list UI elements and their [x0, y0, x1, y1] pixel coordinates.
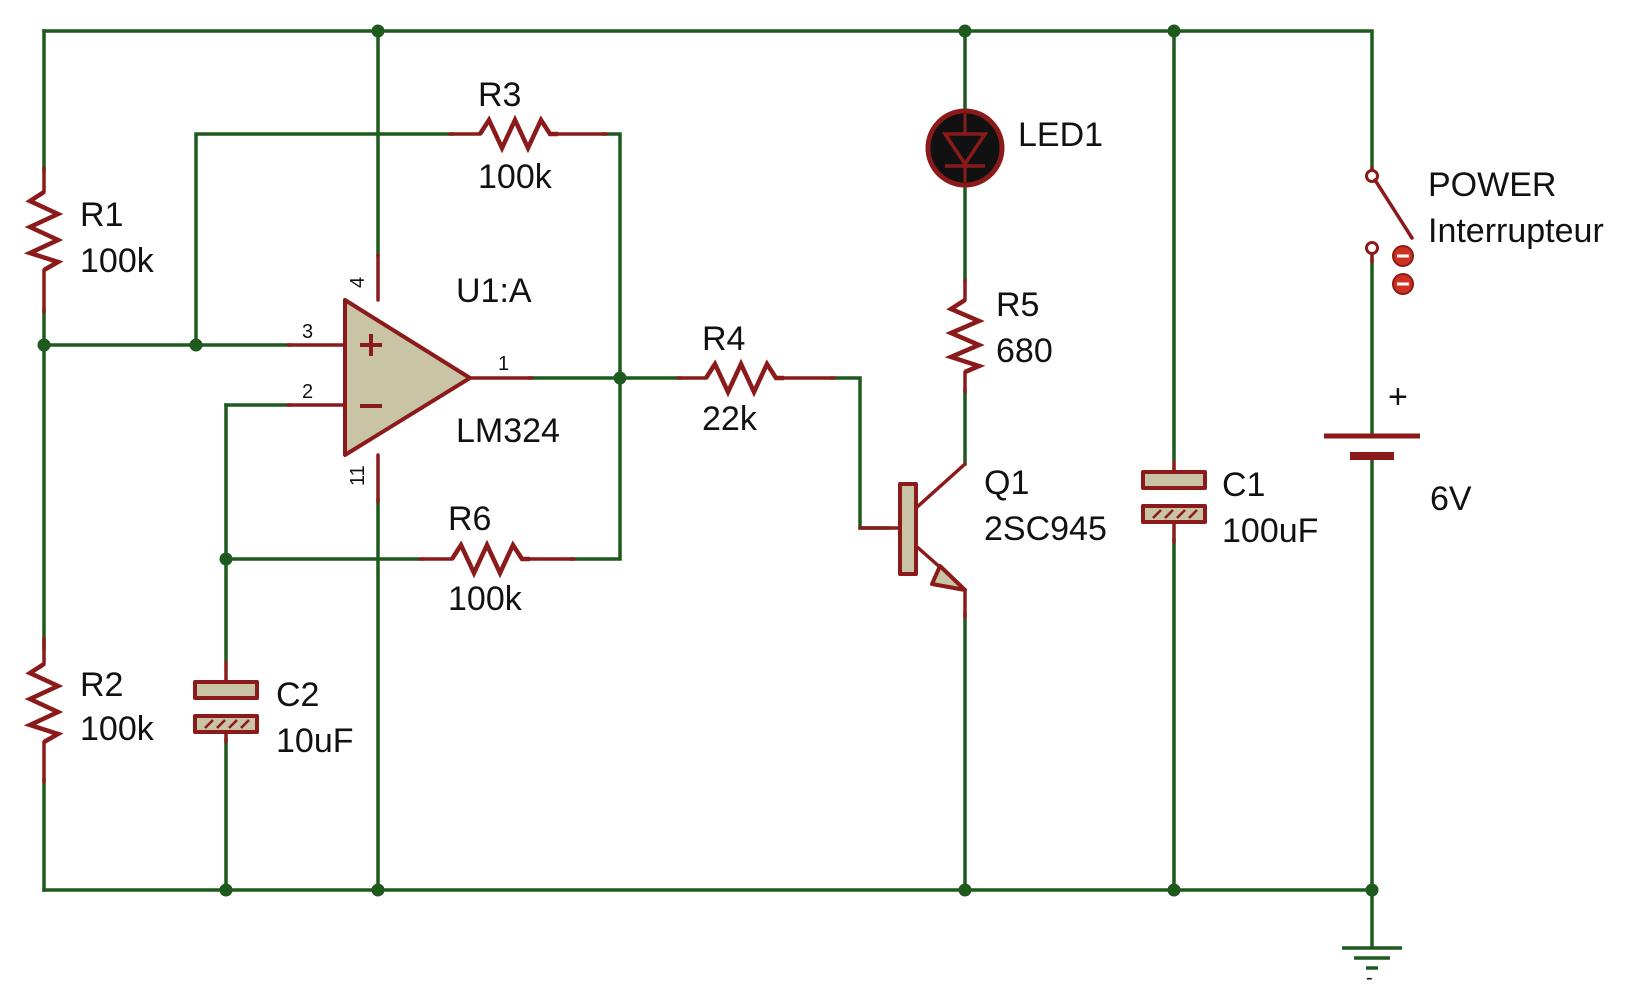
- wire-r6-right: [570, 376, 622, 561]
- junction: [219, 883, 233, 897]
- led1-ref: LED1: [1018, 116, 1103, 154]
- battery-minus: -: [1366, 967, 1373, 988]
- r4-value: 22k: [702, 400, 758, 438]
- r1-value: 100k: [80, 242, 155, 280]
- r6-value: 100k: [448, 580, 523, 618]
- opamp-u1: 4 3 2 1 11 U1:A LM324: [286, 253, 560, 504]
- r5-ref: R5: [996, 286, 1039, 324]
- wires: [42, 29, 1374, 948]
- r2-value: 100k: [80, 710, 155, 748]
- junction: [958, 24, 972, 38]
- r2-ref: R2: [80, 666, 123, 704]
- power-switch: POWER Interrupteur: [1365, 166, 1604, 295]
- r5-value: 680: [996, 332, 1053, 370]
- junction: [1365, 883, 1379, 897]
- switch-value: Interrupteur: [1428, 212, 1604, 250]
- junction: [37, 338, 51, 352]
- battery: + 6V: [1324, 378, 1472, 518]
- c2-ref: C2: [276, 676, 319, 714]
- pin-4: 4: [347, 277, 369, 288]
- q1-ref: Q1: [984, 464, 1029, 502]
- junction: [189, 338, 203, 352]
- junction: [1167, 883, 1181, 897]
- r1-ref: R1: [80, 196, 123, 234]
- r6-ref: R6: [448, 500, 491, 538]
- transistor-q1: Q1 2SC945: [858, 462, 1107, 619]
- battery-value: 6V: [1430, 480, 1472, 518]
- u1-ref: U1:A: [456, 272, 532, 310]
- c2-value: 10uF: [276, 722, 354, 760]
- pin-3: 3: [302, 321, 313, 343]
- u1-value: LM324: [456, 412, 560, 450]
- ground-symbol: -: [1342, 946, 1402, 988]
- r4-ref: R4: [702, 320, 745, 358]
- pin-1: 1: [498, 353, 509, 375]
- junctions: [37, 24, 1379, 897]
- capacitor-c2: C2 10uF: [193, 660, 354, 760]
- battery-plus: +: [1388, 378, 1408, 416]
- capacitor-c1: C1 100uF: [1141, 460, 1318, 550]
- wire-r3-left: [194, 132, 454, 347]
- resistor-r5: R5 680: [944, 278, 1053, 394]
- wire-r4-to-base: [830, 376, 890, 530]
- junction: [958, 883, 972, 897]
- r3-ref: R3: [478, 76, 521, 114]
- junction: [1167, 24, 1181, 38]
- r3-value: 100k: [478, 158, 553, 196]
- pin-2: 2: [302, 381, 313, 403]
- junction: [613, 371, 627, 385]
- led-led1: LED1: [925, 108, 1103, 188]
- junction: [371, 883, 385, 897]
- wire-r3-right: [602, 132, 622, 380]
- junction: [371, 24, 385, 38]
- junction: [219, 552, 233, 566]
- resistor-r3: R3 100k: [448, 76, 608, 196]
- c1-ref: C1: [1222, 466, 1265, 504]
- c1-value: 100uF: [1222, 512, 1318, 550]
- resistor-r6: R6 100k: [418, 500, 576, 618]
- q1-value: 2SC945: [984, 510, 1107, 548]
- resistor-r2: R2 100k: [23, 636, 155, 784]
- wire-top-rail: [42, 29, 1374, 172]
- resistor-r1: R1 100k: [23, 166, 155, 314]
- switch-ref: POWER: [1428, 166, 1556, 204]
- pin-11: 11: [347, 465, 369, 486]
- resistor-r4: R4 22k: [676, 320, 836, 438]
- switch-state-icon: [1392, 245, 1414, 295]
